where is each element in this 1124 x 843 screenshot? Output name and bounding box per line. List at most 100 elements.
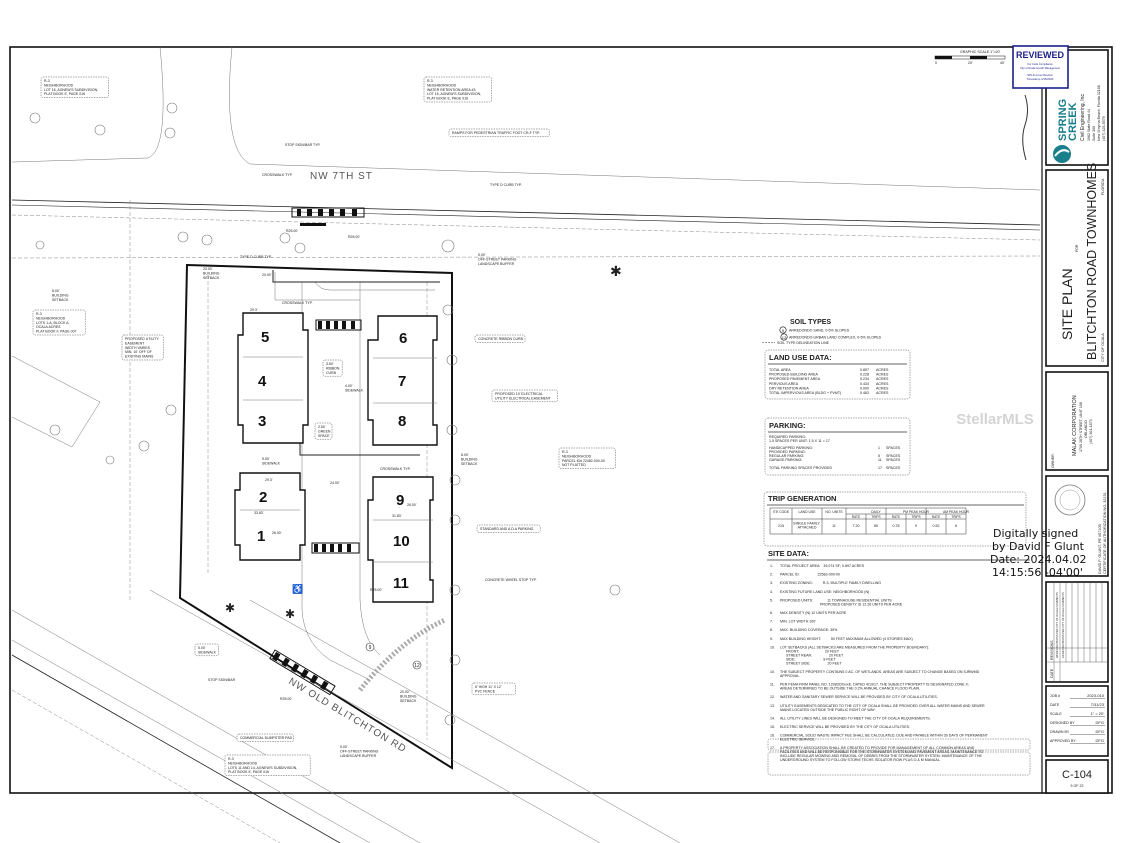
- callout-box: [194, 643, 219, 657]
- callout-text: 31.83': [392, 514, 402, 518]
- land-use-title: LAND USE DATA:: [769, 353, 832, 362]
- trip-header: AM PEAK HOUR: [943, 510, 970, 514]
- callout-text: PROPOSED 10' ELECTRICAL: [495, 392, 543, 396]
- callout-text: TYPE D CURB TYP.: [490, 183, 522, 187]
- callout-text: R-3: [562, 450, 568, 454]
- callout-text: BUILDING: [461, 457, 478, 461]
- callout-text: STANDARD AND A.D.A PARKING: [480, 527, 534, 531]
- site-data-text: FRONT: 20 FEET: [780, 649, 840, 653]
- land-use-label: PROPOSED BUILDING AREA: [769, 373, 819, 377]
- callout-text: WATER RETENTION AREA #3: [427, 88, 475, 92]
- plan-callout: RAMPS FOR PEDESTRIAN TRAFFIC FOOT CR-F T…: [448, 128, 550, 137]
- site-data-title: SITE DATA:: [768, 549, 809, 558]
- site-data-number: 11.: [770, 683, 775, 687]
- callout-text: LOTS 1-A, BLOCK A,: [36, 321, 69, 325]
- callout-text: 33.83': [254, 511, 264, 515]
- revisions-block: DATE REVISIONS 3/19/24 REVISIONS PER CIT…: [1045, 581, 1109, 683]
- scale-tick: 0: [935, 61, 937, 65]
- building-9-10-11: [367, 476, 434, 603]
- site-data-number: 17.: [770, 746, 775, 750]
- site-data-item: 11.PER FEMA FIRM PANEL NO. 12083C0xxxE, …: [770, 683, 969, 691]
- owner-address: ORLANDO: [1084, 420, 1088, 438]
- site-data-item: 10.LOT SETBACKS (ALL SETBACKS ARE MEASUR…: [770, 645, 929, 665]
- callout-text: LOT 16, AGNEW'S SUBDIVISION,: [44, 88, 98, 92]
- callout-text: BUILDING: [400, 694, 417, 698]
- tree-star-icon: ✱: [285, 607, 295, 621]
- plan-callout: 29.3': [265, 478, 273, 482]
- stamp-line: For Code Compliance: [1027, 62, 1053, 66]
- owner-label: OWNER:: [1051, 453, 1055, 468]
- site-data-text: A PROPERTY ASSOCIATION SHALL BE CREATED …: [780, 746, 975, 750]
- trip-subheader: TRIPS: [951, 515, 960, 519]
- callout-text: 5.00': [478, 253, 486, 257]
- site-data-text: INCLUDE REGULAR MOWING AND REMOVAL OF DE…: [780, 754, 982, 758]
- site-data-text: THE SUBJECT PROPERTY CONTAINS 0 AC. OF W…: [780, 670, 980, 674]
- soil-types-legend: SOIL TYPES 9 ARREDONDO SAND, 0-5% SLOPES…: [762, 319, 882, 345]
- site-data-item: 9.MAX BUILDING HEIGHT: 50 FEET MAXIMUM A…: [770, 637, 913, 641]
- trip-generation-title: TRIP GENERATION: [768, 494, 836, 503]
- land-use-label: TOTAL AREA: [769, 368, 791, 372]
- unit-2-label: 2: [259, 489, 267, 506]
- land-use-label: DRY RETENTION AREA: [769, 386, 809, 390]
- callout-text: EXISTING MAINS: [125, 355, 154, 359]
- sheet-number-block: C-104 5 OF 22: [1045, 759, 1109, 794]
- callout-text: CURB: [326, 371, 337, 375]
- trip-cell: SINGLE FAMILY ATTACHED: [793, 522, 821, 530]
- soil-types-title: SOIL TYPES: [790, 319, 831, 326]
- callout-text: LOT 15, AGNEW'S SUBDIVISION,: [427, 92, 481, 96]
- parking-unit: SPACES: [886, 446, 901, 450]
- unit-1-label: 1: [257, 528, 265, 545]
- site-data-item: 4.EXISTING FUTURE LAND USE: NEIGHBORHOOD…: [770, 590, 869, 594]
- trip-header: ITE CODE: [773, 510, 790, 514]
- tree-star-icon: ✱: [610, 263, 622, 279]
- unit-5-label: 5: [261, 329, 269, 346]
- callout-text: NEIGHBORHOOD: [36, 316, 66, 320]
- callout-text: CROSSWALK TYP.: [380, 467, 411, 471]
- callout-text: 6' HIGH 11' X 12': [475, 685, 502, 689]
- plan-callout: 5.00'SIDEWALK: [262, 457, 281, 465]
- callout-text: NOT PLATTED: [562, 463, 586, 467]
- parking-unit: SPACES: [886, 458, 901, 462]
- trip-subheader: RATE: [932, 515, 940, 519]
- site-data-text: MAX. BUILDING COVERAGE: 35%: [780, 628, 838, 632]
- property-boundary: [178, 263, 453, 770]
- firm-address: 1962 State Road 44: [1087, 109, 1091, 141]
- plan-notes: R-3 NEIGHBORHOOD LOT 16, AGNEW'S SUBDIVISI…: [32, 76, 616, 776]
- parking-label: GARAGE PARKING:: [769, 458, 802, 462]
- job-field-label: DATE: [1050, 703, 1060, 707]
- callout-text: CROSSWALK TYP.: [282, 301, 313, 305]
- site-data-text: FACILITIES AND WILL BE RESPONSIBLE FOR T…: [780, 750, 983, 754]
- plan-callout: 5.00'SIDEWALK: [194, 643, 219, 657]
- plan-callout: 31.83': [392, 514, 402, 518]
- soil-code: 9: [782, 328, 785, 333]
- site-data-text: AREAS DETERMINED TO BE OUTSIDE THE 0.2% …: [780, 687, 920, 691]
- soil-label: ARREDONDO-URBAN LAND COMPLEX, 0-5% SLOPE…: [789, 336, 882, 340]
- site-data-number: 9.: [770, 637, 773, 641]
- site-data-item: 12.WATER AND SANITARY SEWER SERVICE WILL…: [770, 695, 938, 699]
- tree-star-icon: ✱: [225, 601, 235, 615]
- parking-label: REGULAR PARKING:: [769, 454, 804, 458]
- owner-address: 1700 28TH STREET, UNIT 108: [1079, 402, 1083, 452]
- certificate-of-authorization: CERTIFICATE OF AUTHORIZATION NO. 32151: [1103, 492, 1107, 574]
- callout-text: PLAT BOOK E, PAGE 016: [228, 770, 269, 774]
- site-data-text: STREET REAR: 20 FEET: [780, 653, 844, 657]
- site-data-number: 16.: [770, 734, 775, 738]
- signature-line: 14:15:56 -04'00': [992, 566, 1083, 579]
- engineer-seal-block: DAVID F. GLUNT, PE #57105 CERTIFICATE OF…: [1045, 475, 1109, 577]
- trip-header: NO. UNITS: [825, 510, 843, 514]
- owner-block: OWNER: MALAK CORPORATION 1700 28TH STREE…: [1045, 371, 1109, 471]
- callout-text: 29.3': [265, 478, 273, 482]
- site-data-number: 3.: [770, 581, 773, 585]
- site-data-text: UTILITY EASEMENTS DEDICATED TO THE CITY …: [780, 704, 985, 708]
- site-data-number: 6.: [770, 611, 773, 615]
- parking-count: 17: [878, 466, 882, 470]
- callout-text: OFF-STREET PARKING: [478, 257, 517, 261]
- site-data-text: MAX DENSITY (N) 12 UNITS PER ACRE: [780, 611, 847, 615]
- site-data-item: 16.COMMERCIAL SOLID WASTE IMPACT FEE SHA…: [770, 734, 989, 742]
- trip-cell: 7.20: [853, 524, 860, 528]
